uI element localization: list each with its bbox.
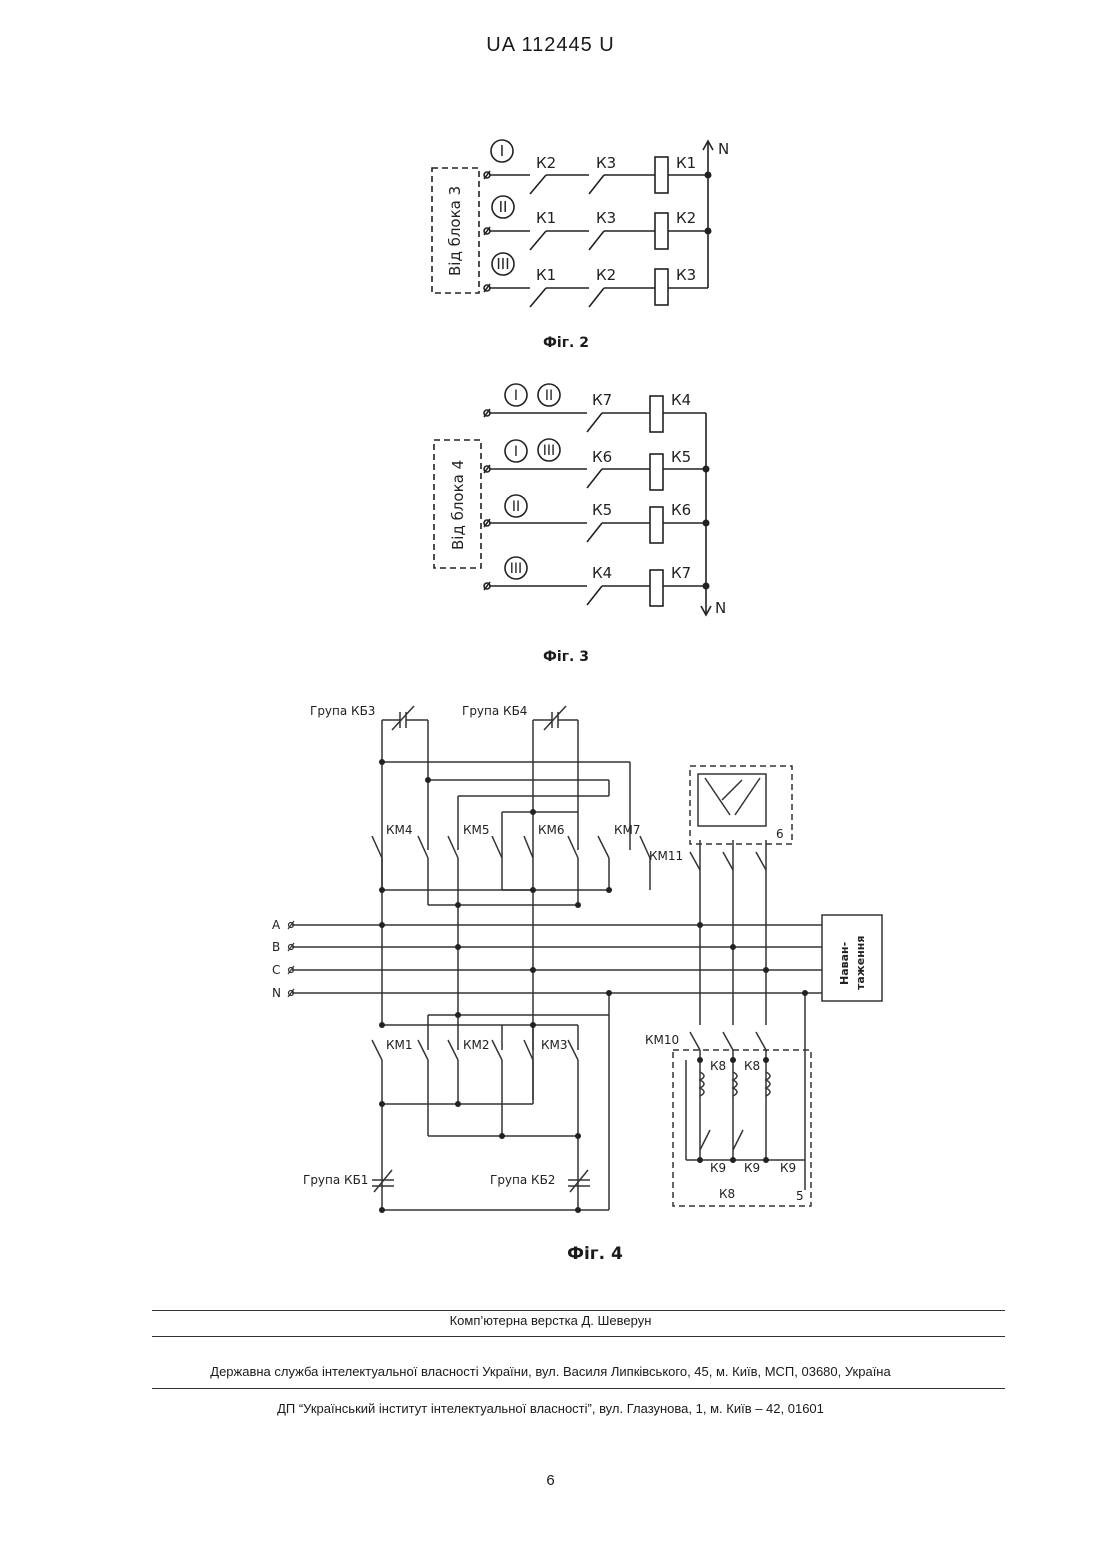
load-label-line2: таження [854, 936, 867, 990]
bus-label-b: B [272, 940, 280, 954]
footer-rule-3 [152, 1388, 1005, 1389]
block5-label: К9 [780, 1161, 796, 1175]
footer-layout-credit: Комп’ютерна верстка Д. Шеверун [0, 1313, 1101, 1328]
block5-label: К9 [744, 1161, 760, 1175]
contactor-km10: КМ10 [645, 1033, 679, 1047]
footer-institute: ДП “Український інститут інтелектуальної… [0, 1401, 1101, 1416]
block5-label: К8 [710, 1059, 726, 1073]
block5-label: К9 [710, 1161, 726, 1175]
contactor-km2: КМ2 [463, 1038, 490, 1052]
block-5-label: 5 [796, 1189, 804, 1203]
fig4-caption: Фіг. 4 [495, 1244, 695, 1264]
contactor-km7: КМ7 [614, 823, 641, 837]
bus-label-n: N [272, 986, 281, 1000]
block5-label: К8 [719, 1187, 735, 1201]
bus-label-c: C [272, 963, 280, 977]
cap-group-kb3: Група КБ3 [310, 704, 375, 718]
bus-label-a: A [272, 918, 281, 932]
cap-group-kb2: Група КБ2 [490, 1173, 555, 1187]
figure-4-diagram: Група КБ3 Група КБ4 Група КБ1 Група КБ2 … [0, 0, 1101, 1230]
cap-group-kb4: Група КБ4 [462, 704, 527, 718]
contactor-km11: КМ11 [649, 849, 683, 863]
contactor-km3: КМ3 [541, 1038, 568, 1052]
block5-label: К8 [744, 1059, 760, 1073]
footer-rule-1 [152, 1310, 1005, 1311]
footer-service: Державна служба інтелектуальної власност… [0, 1364, 1101, 1379]
contactor-km1: КМ1 [386, 1038, 413, 1052]
page-number: 6 [0, 1472, 1101, 1489]
load-label-line1: Наван- [838, 942, 851, 985]
contactor-km4: КМ4 [386, 823, 413, 837]
contactor-km5: КМ5 [463, 823, 490, 837]
footer-rule-2 [152, 1336, 1005, 1337]
contactor-km6: КМ6 [538, 823, 565, 837]
cap-group-kb1: Група КБ1 [303, 1173, 368, 1187]
block-6-label: 6 [776, 827, 784, 841]
